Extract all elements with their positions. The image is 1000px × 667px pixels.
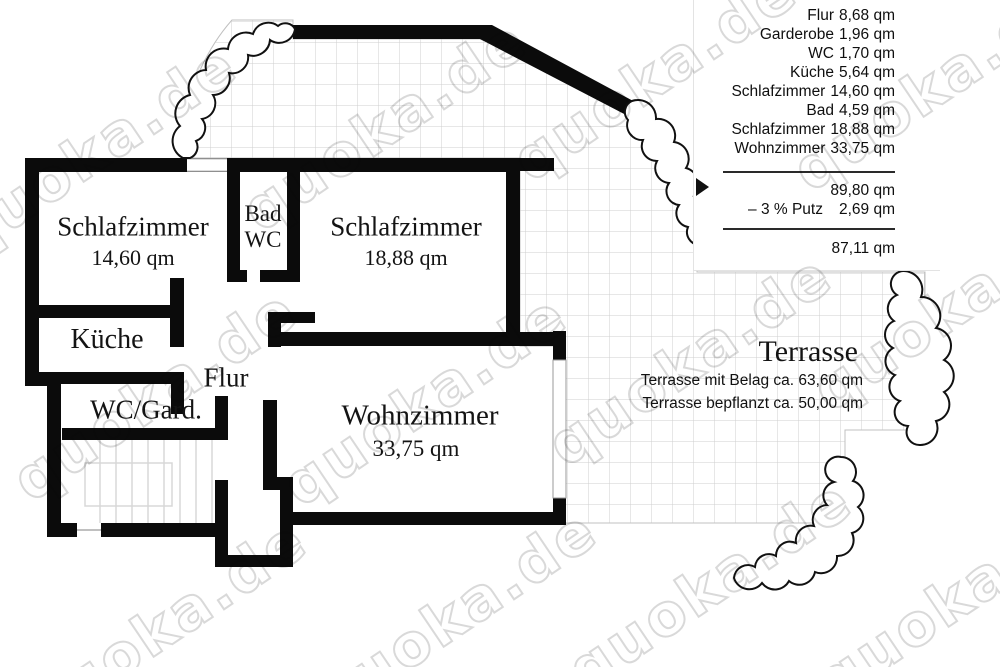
- terrace-belag-note: Terrasse mit Belag ca. 63,60 qm: [640, 372, 863, 389]
- shrub-top-left: [171, 21, 297, 159]
- area-row-value: 4,59 qm: [838, 102, 895, 119]
- terrace-boundary-wall: [293, 25, 637, 116]
- shrub-bottom-right: [732, 455, 865, 591]
- room-area-schlafzimmer-rechts: 18,88 qm: [364, 245, 448, 270]
- area-row-label: Bad: [806, 102, 834, 119]
- subtotal: 89,80 qm: [830, 182, 895, 199]
- room-label-wc: WC: [244, 227, 282, 252]
- sum-divider: [723, 171, 895, 173]
- area-row-value: 8,68 qm: [838, 7, 895, 24]
- windows: [187, 158, 567, 499]
- deduction-row: – 3 % Putz 2,69 qm: [694, 200, 940, 219]
- total-area: 87,11 qm: [831, 240, 895, 257]
- area-row-label: Küche: [790, 64, 834, 81]
- total-divider: [723, 228, 895, 230]
- staircase: [77, 440, 213, 531]
- room-label-bad: Bad: [244, 201, 282, 226]
- area-row-label: Garderobe: [759, 26, 834, 43]
- deduction-value: 2,69 qm: [838, 201, 895, 218]
- shrub-symbols: [171, 21, 955, 591]
- shrub-upper-right: [623, 98, 706, 247]
- area-row-value: 14,60 qm: [830, 83, 895, 100]
- room-label-schlafzimmer-rechts: Schlafzimmer: [330, 211, 482, 242]
- room-label-wc-gard: WC/Gard.: [90, 394, 202, 425]
- room-label-flur: Flur: [203, 362, 249, 393]
- area-row-label: Schlafzimmer: [731, 83, 826, 100]
- room-label-kueche: Küche: [70, 324, 144, 355]
- deduction-label: – 3 % Putz: [748, 201, 823, 218]
- area-row-label: Schlafzimmer: [731, 121, 826, 138]
- area-row-label: WC: [808, 45, 834, 62]
- terrace-bepflanzt-note: Terrasse bepflanzt ca. 50,00 qm: [642, 395, 863, 412]
- area-row-value: 5,64 qm: [838, 64, 895, 81]
- area-row-value: 1,96 qm: [838, 26, 895, 43]
- walls: [25, 25, 637, 567]
- area-row-label: Wohnzimmer: [734, 140, 826, 157]
- area-row-label: Flur: [807, 7, 834, 24]
- terrace-title: Terrasse: [758, 335, 858, 368]
- shrub-right: [884, 269, 955, 447]
- leader-arrow-icon: [696, 178, 709, 196]
- room-label-wohnzimmer: Wohnzimmer: [341, 399, 499, 432]
- room-area-schlafzimmer-links: 14,60 qm: [91, 245, 175, 270]
- living-room-window: [552, 359, 567, 499]
- area-row-value: 18,88 qm: [830, 121, 895, 138]
- room-label-schlafzimmer-links: Schlafzimmer: [57, 211, 209, 242]
- area-row-value: 1,70 qm: [838, 45, 895, 62]
- room-area-wohnzimmer: 33,75 qm: [372, 436, 460, 461]
- area-row-value: 33,75 qm: [830, 140, 895, 157]
